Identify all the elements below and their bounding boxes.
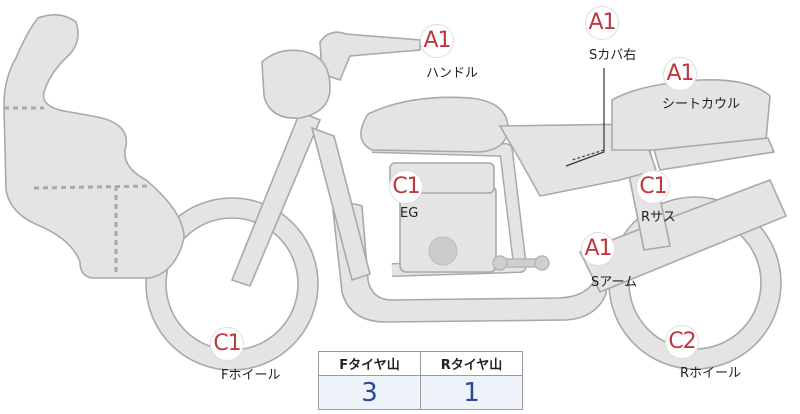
grade-badge-rear-wheel: C2: [665, 325, 699, 359]
part-label-rear-suspension: Rサス: [641, 210, 676, 225]
part-label-swing-arm: Sアーム: [591, 275, 638, 290]
table-header-row: Fタイヤ山 Rタイヤ山: [318, 351, 523, 376]
part-label-side-cover-right: Sカバ右: [589, 48, 637, 63]
fuel-tank: [360, 96, 509, 153]
grade-badge-rear-suspension: C1: [636, 170, 670, 204]
rear-tire-tread-header: Rタイヤ山: [420, 351, 523, 376]
grade-badge-swing-arm: A1: [581, 232, 615, 266]
front-fork: [230, 110, 322, 287]
tire-tread-table: Fタイヤ山 Rタイヤ山 3 1: [318, 351, 523, 410]
part-label-front-wheel: Fホイール: [221, 368, 281, 383]
handlebar-shape: [319, 31, 421, 81]
grade-badge-front-wheel: C1: [210, 327, 244, 361]
grade-badge-seat-cowl: A1: [663, 57, 697, 91]
part-label-rear-wheel: Rホイール: [680, 366, 742, 381]
part-label-handle: ハンドル: [426, 66, 479, 81]
rear-frame: [652, 137, 776, 171]
front-tire-tread-value: 3: [318, 375, 421, 410]
exhaust-pipe: [332, 202, 607, 323]
leader-line: [565, 68, 605, 167]
headlight-shape: [261, 49, 331, 119]
swing-arm-shape: [578, 178, 788, 294]
grade-badge-side-cover-right: A1: [585, 6, 619, 40]
front-tire-tread-header: Fタイヤ山: [318, 351, 421, 376]
fairing-shape: [3, 14, 185, 279]
grade-badge-engine: C1: [389, 170, 423, 204]
rear-tire-tread-value: 1: [420, 375, 523, 410]
table-row: 3 1: [318, 375, 523, 410]
engine-shape: [389, 162, 550, 273]
part-label-engine: EG: [400, 206, 419, 221]
frame-tube: [310, 126, 371, 282]
grade-badge-handle: A1: [420, 24, 454, 58]
part-label-seat-cowl: シートカウル: [662, 97, 741, 112]
